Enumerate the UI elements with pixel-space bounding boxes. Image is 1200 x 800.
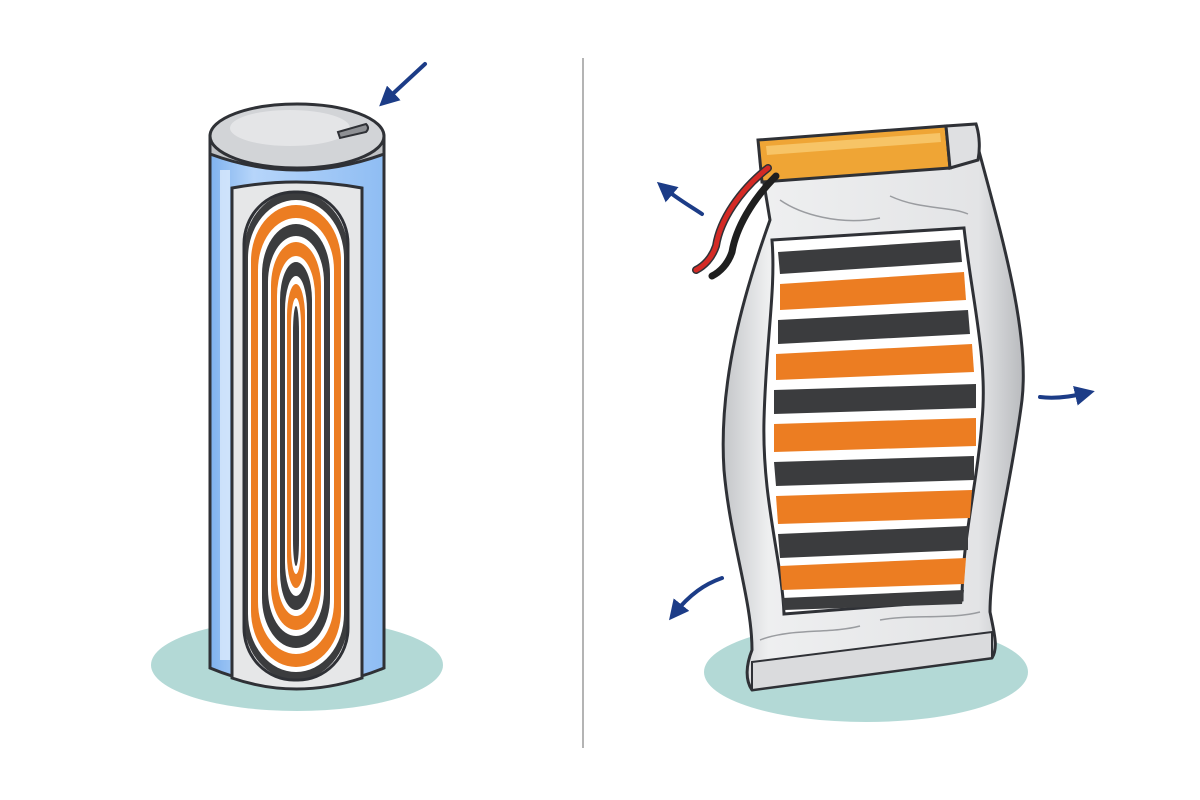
red-lead-wire-fill xyxy=(693,165,771,273)
arrow-outward-top-left xyxy=(656,181,704,216)
pouch-crinkle-4 xyxy=(879,611,981,621)
electrode-layer xyxy=(778,240,962,274)
pouch-crinkle-1 xyxy=(779,199,881,222)
electrode-layer xyxy=(778,526,968,558)
electrode-layer xyxy=(774,456,974,486)
terminal-tab-highlight xyxy=(766,133,941,155)
tab-end-fold xyxy=(944,122,981,170)
arrow-outward-right xyxy=(1038,386,1095,406)
electrode-layer xyxy=(774,418,976,452)
black-lead-wire xyxy=(708,172,780,280)
electrode-layer xyxy=(774,384,976,414)
cap-highlight xyxy=(230,110,350,146)
arrow-inward-cap xyxy=(379,62,427,107)
can-highlight xyxy=(220,170,230,660)
electrode-layer xyxy=(776,490,972,524)
pouch-crinkle-2 xyxy=(889,195,969,215)
cylindrical-cell xyxy=(151,62,443,711)
pouch-crinkle-3 xyxy=(759,625,861,641)
electrode-layer xyxy=(776,344,974,380)
jelly-roll-electrode xyxy=(244,192,348,680)
jelly-roll-outline xyxy=(242,190,350,682)
pouch-cell xyxy=(656,122,1095,722)
electrode-layer xyxy=(780,272,966,310)
electrode-layer xyxy=(780,558,966,590)
stacked-electrodes xyxy=(774,240,976,610)
pouch-bottom-seal xyxy=(751,630,993,692)
arrow-outward-bottom-left xyxy=(669,576,724,621)
vent-notch xyxy=(336,122,369,140)
electrode-layer xyxy=(782,590,964,610)
electrode-layer xyxy=(778,310,970,344)
